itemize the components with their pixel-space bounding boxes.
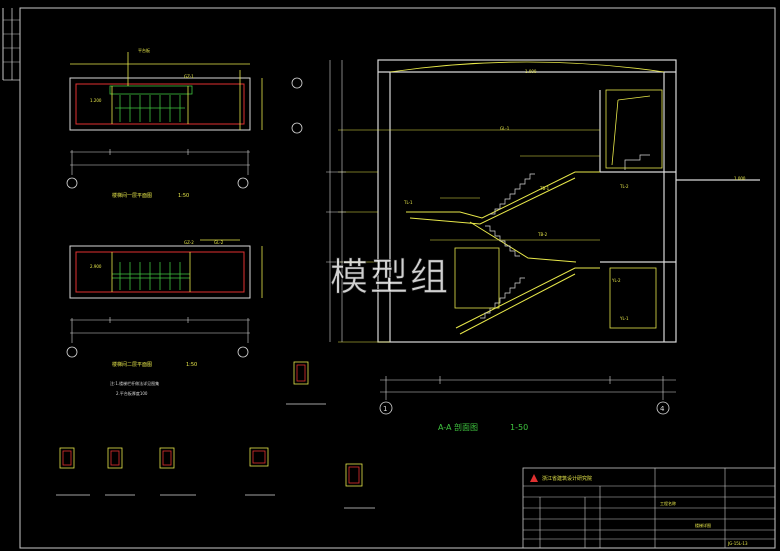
svg-text:TL-1: TL-1	[403, 200, 413, 205]
svg-text:1.000: 1.000	[525, 69, 537, 74]
drawing-name: 楼梯详图	[695, 522, 711, 528]
svg-text:GL-2: GL-2	[214, 240, 224, 245]
watermark-text: 模型组	[330, 255, 450, 299]
section-a-a: 1 4 1.000 TL-2 YL-2 YL-1 GL-1 TB-2 TB-1 …	[326, 59, 760, 432]
svg-text:YL-1: YL-1	[619, 316, 629, 321]
svg-text:1.000: 1.000	[734, 176, 746, 181]
plan1-title: 楼梯间一层平面图	[112, 192, 152, 199]
plan1-scale: 1:50	[178, 193, 189, 199]
section-details	[56, 361, 375, 509]
svg-text:GL-1: GL-1	[500, 126, 510, 131]
svg-text:工程名称: 工程名称	[660, 500, 676, 506]
section-scale: 1-50	[510, 423, 528, 432]
sheet-border	[19, 7, 776, 549]
stair-plan-1: 平台板 GZ-1 1.200 楼梯间一层平面图 1:50	[66, 47, 303, 199]
axis-label-1: 1	[383, 405, 387, 413]
stair-flights	[406, 171, 600, 335]
general-notes: 注:1.楼梯栏杆做法详见图集 2.平台板厚度100	[110, 380, 159, 396]
svg-text:TL-2: TL-2	[619, 184, 629, 189]
axis-label-4: 4	[660, 405, 665, 413]
title-block: 浙江省建筑设计研究院 工程名称 楼梯详图 JG-15L-13	[522, 467, 776, 549]
svg-text:YL-2: YL-2	[611, 278, 621, 283]
svg-text:GZ-2: GZ-2	[184, 240, 194, 245]
drawing-number: JG-15L-13	[727, 541, 748, 546]
plan2-scale: 1:50	[186, 362, 197, 368]
institute-name: 浙江省建筑设计研究院	[542, 475, 592, 482]
section-title: A-A 剖面图	[438, 422, 478, 432]
note-2: 2.平台板厚度100	[116, 390, 148, 396]
stair-plan-2: GZ-2 GL-2 2.900 楼梯间二层平面图 1:50	[66, 239, 263, 368]
svg-text:平台板: 平台板	[138, 47, 150, 53]
note-1: 注:1.楼梯栏杆做法详见图集	[110, 380, 159, 386]
svg-text:TB-2: TB-2	[537, 232, 548, 237]
svg-text:TB-1: TB-1	[539, 186, 550, 191]
svg-text:2.900: 2.900	[90, 264, 102, 269]
plan2-title: 楼梯间二层平面图	[112, 361, 152, 368]
svg-text:1.200: 1.200	[90, 98, 102, 103]
svg-text:GZ-1: GZ-1	[184, 74, 194, 79]
